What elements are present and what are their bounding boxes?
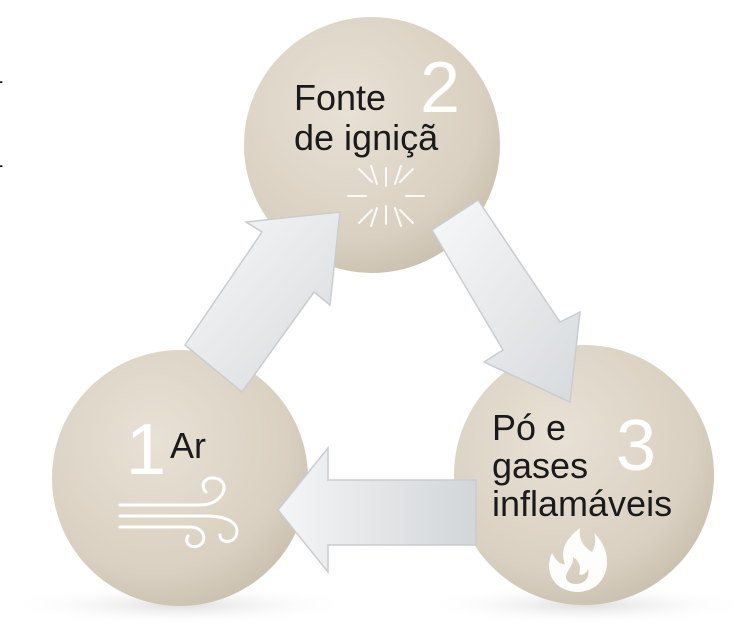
node-2-numeral: 2 xyxy=(420,48,460,128)
node-3-shadow xyxy=(420,585,750,625)
node-1-label: Ar xyxy=(170,425,206,466)
node-3 xyxy=(454,345,714,605)
node-3-label-line-3: inflamáveis xyxy=(492,483,672,524)
arrow-2-to-3 xyxy=(430,198,581,404)
arrow-1-to-2 xyxy=(183,211,341,394)
node-3-label-line-1: Pó e xyxy=(492,407,566,448)
edge-mark-1: - xyxy=(0,68,3,93)
node-1 xyxy=(52,350,308,606)
node-3-numeral: 3 xyxy=(616,406,656,486)
node-3-label-line-2: gases xyxy=(492,445,588,486)
node-1-numeral: 1 xyxy=(126,410,166,490)
flame-icon xyxy=(549,528,608,592)
node-2-circle xyxy=(244,17,500,273)
node-3-circle xyxy=(454,345,714,605)
arrow-3-to-1 xyxy=(277,445,477,575)
wind-icon xyxy=(118,476,239,549)
node-2-label-line-2: de igniçã xyxy=(294,117,439,158)
node-2 xyxy=(244,17,500,273)
spark-burst-icon xyxy=(347,165,425,227)
node-1-circle xyxy=(52,350,308,606)
node-2-label-line-1: Fonte xyxy=(294,77,386,118)
edge-mark-2: - xyxy=(0,152,3,177)
